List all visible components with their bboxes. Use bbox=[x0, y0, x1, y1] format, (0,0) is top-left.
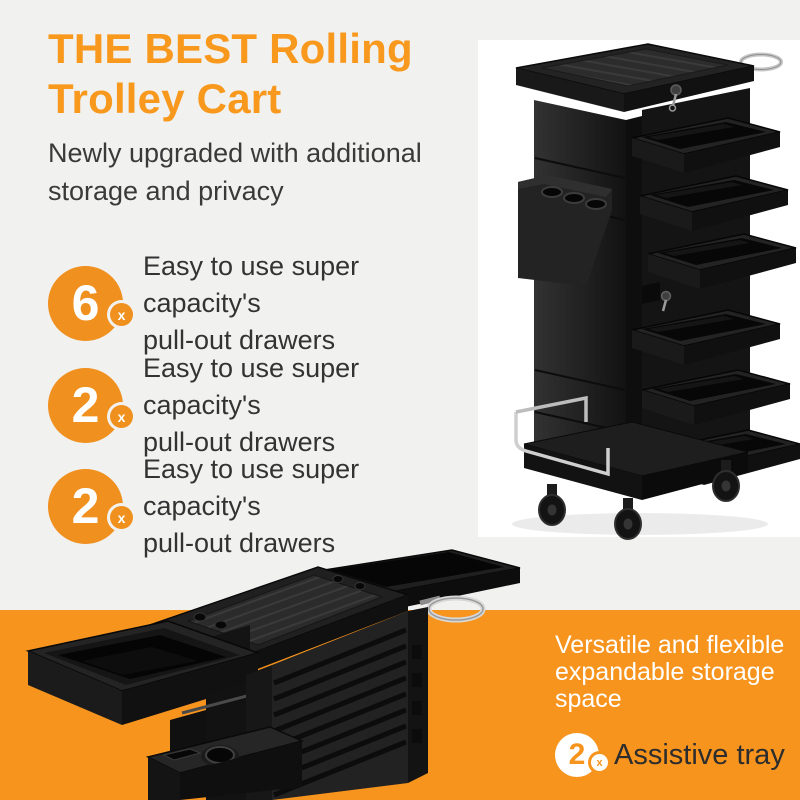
cart-post bbox=[626, 116, 642, 492]
feature-text: Easy to use super capacity's pull-out dr… bbox=[143, 451, 478, 562]
count-number: 2 bbox=[71, 477, 100, 534]
cart-lid bbox=[515, 43, 755, 112]
count-number: 2 bbox=[568, 737, 586, 771]
bottom-heading-line1: Versatile and flexible bbox=[555, 631, 785, 659]
cart-body-left bbox=[518, 100, 626, 488]
feature-text-line2: pull-out drawers bbox=[143, 427, 336, 457]
times-badge: x bbox=[110, 405, 133, 428]
trolley-cart-photo bbox=[512, 43, 800, 540]
times-badge: x bbox=[110, 303, 133, 326]
feature-text-line2: pull-out drawers bbox=[143, 528, 336, 558]
count-circle: 6 x bbox=[48, 266, 133, 341]
page-title: THE BEST Rolling Trolley Cart bbox=[48, 24, 413, 124]
bottom-heading-line2: expandable storage bbox=[555, 658, 775, 686]
page-subtitle: Newly upgraded with additional storage a… bbox=[48, 134, 422, 210]
feature-text-line1: Easy to use super capacity's bbox=[143, 353, 360, 420]
count-circle: 2 x bbox=[48, 368, 133, 443]
left-assistive-tray bbox=[25, 620, 261, 725]
times-badge: x bbox=[591, 754, 608, 771]
feature-text-line1: Easy to use super capacity's bbox=[143, 251, 360, 318]
feature-row-drawers-2a: 2 x Easy to use super capacity's pull-ou… bbox=[48, 350, 478, 461]
feature-text-line1: Easy to use super capacity's bbox=[143, 454, 360, 521]
wire-rack bbox=[514, 412, 610, 477]
feature-text: Easy to use super capacity's pull-out dr… bbox=[143, 248, 478, 359]
appliance-holder bbox=[145, 726, 305, 800]
cart-base bbox=[514, 395, 749, 540]
dryer-ring-holder bbox=[419, 595, 486, 623]
page-title-line2: Trolley Cart bbox=[48, 75, 282, 122]
bottom-heading: Versatile and flexible expandable storag… bbox=[555, 632, 784, 713]
middle-lock bbox=[642, 282, 672, 312]
caster-wheel bbox=[614, 497, 642, 540]
page-title-line1: THE BEST Rolling bbox=[48, 25, 413, 72]
assistive-tray-label: Assistive tray bbox=[614, 738, 785, 771]
count-circle: 2 x bbox=[555, 733, 608, 777]
page-subtitle-line2: storage and privacy bbox=[48, 176, 284, 206]
count-number: 6 bbox=[71, 274, 100, 331]
feature-text-line2: pull-out drawers bbox=[143, 325, 336, 355]
trolley-top-photo bbox=[25, 549, 521, 800]
page-subtitle-line1: Newly upgraded with additional bbox=[48, 138, 422, 168]
feature-text: Easy to use super capacity's pull-out dr… bbox=[143, 350, 478, 461]
bottom-heading-line3: space bbox=[555, 685, 622, 713]
feature-row-drawers-6: 6 x Easy to use super capacity's pull-ou… bbox=[48, 248, 478, 359]
times-badge: x bbox=[110, 506, 133, 529]
feature-row-assistive-tray: 2 x Assistive tray bbox=[555, 733, 785, 777]
count-number: 2 bbox=[71, 376, 100, 433]
caster-wheel bbox=[538, 483, 566, 526]
feature-row-drawers-2b: 2 x Easy to use super capacity's pull-ou… bbox=[48, 451, 478, 562]
count-circle: 2 x bbox=[48, 469, 133, 544]
lock-with-key bbox=[668, 84, 682, 112]
